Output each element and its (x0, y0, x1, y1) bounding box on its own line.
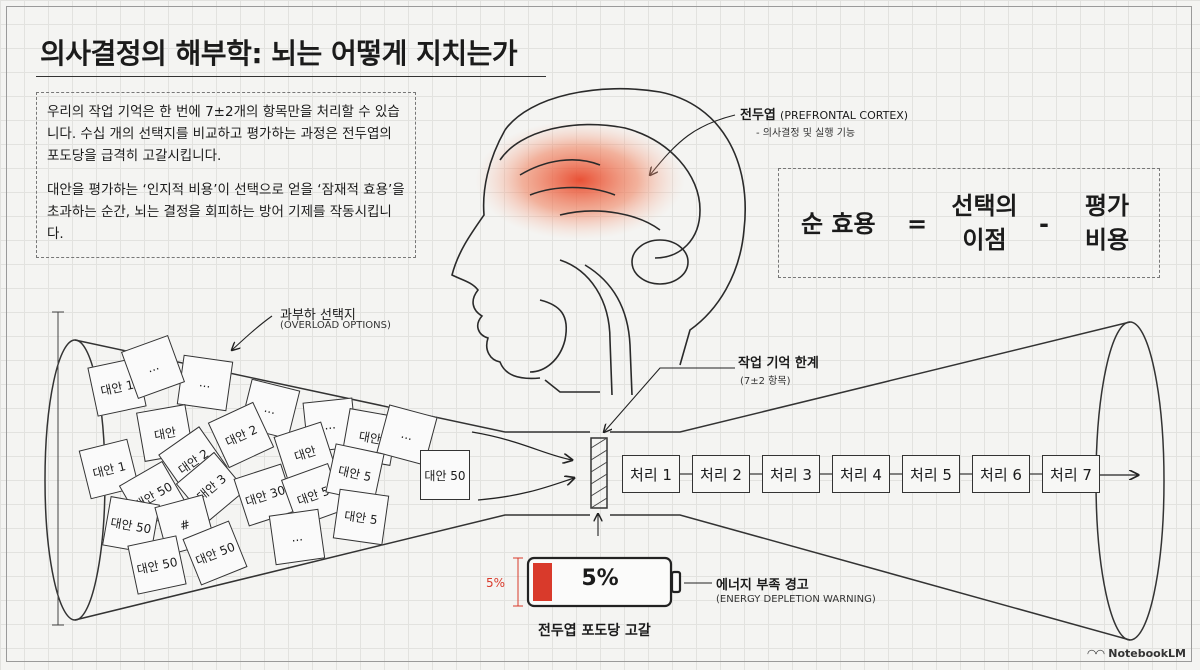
brain-head-sketch (451, 87, 746, 396)
processing-stage-7: 처리 7 (1042, 455, 1100, 493)
equation-benefit-line2: 이점 (962, 226, 1007, 254)
brand-icon: ◠◠ (1087, 647, 1109, 660)
equation-cost-line2: 비용 (1084, 226, 1130, 254)
title-underline (36, 76, 546, 77)
equation-cost-line1: 평가 (1084, 192, 1130, 220)
funnel-height-marker (52, 311, 64, 626)
battery-caption: 전두엽 포도당 고갈 (538, 623, 651, 639)
processing-stage-2: 처리 2 (692, 455, 750, 493)
option-card: 대안 5 (332, 488, 390, 546)
processing-stage-6: 처리 6 (972, 455, 1030, 493)
brand-name: NotebookLM (1108, 647, 1186, 660)
equation-box: 순 효용 = 선택의 이점 - 평가 비용 (778, 168, 1160, 278)
battery-percent-display: 5% (581, 566, 619, 591)
battery-fill (533, 563, 552, 601)
overload-leader (232, 315, 273, 350)
option-card: ... (268, 508, 326, 566)
memory-leader (604, 367, 735, 432)
energy-warning-label: 에너지 부족 경고 (716, 578, 809, 593)
working-memory-label: 작업 기억 한계 (738, 356, 819, 371)
overload-label: 과부하 선택지 (280, 308, 356, 323)
intro-paragraph-1: 우리의 작업 기억은 한 번에 7±2개의 항목만을 처리할 수 있습니다. 수… (47, 104, 400, 164)
equation-minus: - (1039, 210, 1049, 238)
overload-label-en: (OVERLOAD OPTIONS) (280, 320, 391, 331)
equation-net-utility: 순 효용 (801, 210, 876, 238)
processing-stage-5: 처리 5 (902, 455, 960, 493)
bottleneck-bar (590, 437, 608, 509)
page-title: 의사결정의 해부학: 뇌는 어떻게 지치는가 (40, 37, 518, 70)
battery-side-label: 5% (486, 576, 506, 590)
brand-logo: ◠◠ NotebookLM (1088, 647, 1187, 660)
option-card: ... (176, 354, 234, 412)
prefrontal-description: - 의사결정 및 실행 기능 (756, 128, 856, 139)
working-memory-label-en: (7±2 항목) (740, 376, 791, 387)
flow-arrows (471, 431, 574, 501)
processing-stage-4: 처리 4 (832, 455, 890, 493)
option-card: 대안 50 (420, 450, 470, 500)
processing-stage-3: 처리 3 (762, 455, 820, 493)
equation-equals: = (907, 210, 928, 238)
processing-stage-1: 처리 1 (622, 455, 680, 493)
option-card: 대안 50 (127, 535, 187, 595)
prefrontal-title: 전두엽 (740, 108, 776, 123)
battery (526, 556, 682, 608)
prefrontal-label: 전두엽 (PREFRONTAL CORTEX) (740, 104, 908, 123)
equation-benefit-line1: 선택의 (951, 192, 1018, 220)
intro-box: 우리의 작업 기억은 한 번에 7±2개의 항목만을 처리할 수 있습니다. 수… (36, 92, 416, 258)
prefrontal-title-en: (PREFRONTAL CORTEX) (780, 109, 909, 122)
page-frame (6, 6, 1192, 662)
energy-warning-label-en: (ENERGY DEPLETION WARNING) (716, 594, 876, 605)
intro-paragraph-2: 대안을 평가하는 ‘인지적 비용’이 선택으로 얻을 ‘잠재적 효용’을 초과하… (47, 182, 405, 242)
battery-level-marker (513, 557, 523, 607)
